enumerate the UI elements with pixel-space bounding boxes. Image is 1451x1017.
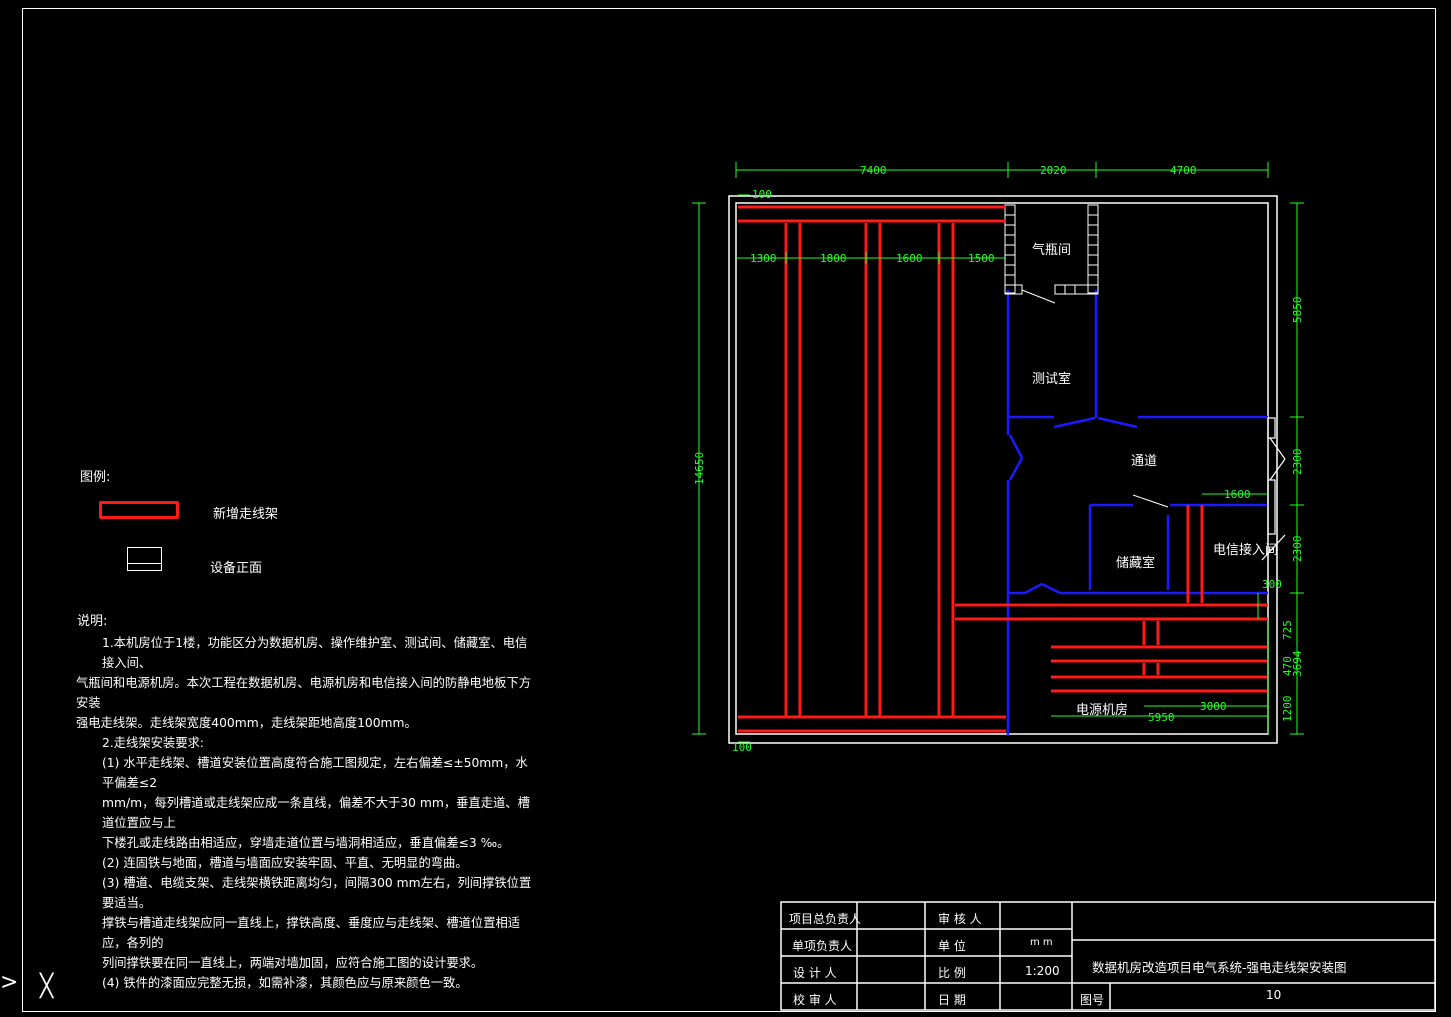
tb-scale-label: 比 例: [938, 966, 966, 980]
note-line: 2.走线架安装要求:: [102, 736, 204, 750]
dim-725: 725: [1281, 620, 1294, 640]
tb-scale-value: 1:200: [1025, 964, 1060, 978]
ucs-arrow-icon: >: [0, 970, 19, 995]
note-line: 撑铁与槽道走线架应同一直线上，撑铁高度、垂度应与走线架、槽道位置相适应，各列的: [102, 916, 521, 950]
dim-1800: 1800: [820, 252, 847, 265]
room-labels: 气瓶间 测试室 通道 储藏室 电信接入间 电源机房: [1032, 242, 1278, 718]
tb-project-lead-label: 项目总负责人: [789, 912, 862, 926]
dim-300: 300: [1262, 578, 1282, 591]
note-line: 气瓶间和电源机房。本次工程在数据机房、电源机房和电信接入间的防静电地板下方安装: [76, 676, 531, 710]
cable-trays: [738, 205, 1268, 733]
room-storage: 储藏室: [1116, 555, 1155, 571]
dim-14650: 14650: [693, 452, 706, 485]
dim-3000: 3000: [1200, 700, 1227, 713]
dim-2300b: 2300: [1291, 536, 1304, 563]
notes-body: 1.本机房位于1楼，功能区分为数据机房、操作维护室、测试间、储藏室、电信接入间、…: [76, 633, 532, 993]
room-test: 测试室: [1032, 371, 1071, 387]
note-line: 下楼孔或走线路由相适应，穿墙走道位置与墙洞相适应，垂直偏差≤3 ‰。: [102, 836, 510, 850]
gas-room-walls: [1004, 204, 1169, 508]
room-gas: 气瓶间: [1032, 242, 1071, 258]
legend-equipment-symbol: [127, 547, 162, 571]
tb-item-lead-label: 单项负责人: [792, 939, 853, 953]
tb-reviewer-label: 审 核 人: [938, 912, 982, 926]
partition-walls: [1006, 290, 1268, 736]
dim-100-bottom: 100: [732, 741, 752, 754]
telecom-door: [1261, 417, 1286, 561]
title-block-grid: [780, 901, 1436, 1011]
dim-4700: 4700: [1170, 164, 1197, 177]
dimension-texts: 7400 2020 4700 100 1300 1800 1600 1500 1…: [693, 164, 1304, 754]
note-line: 列间撑铁要在同一直线上，两端对墙加固，应符合施工图的设计要求。: [102, 956, 484, 970]
notes-title: 说明:: [77, 614, 108, 629]
dim-100-top: 100: [752, 188, 772, 201]
tb-drawing-title: 数据机房改造项目电气系统-强电走线架安装图: [1092, 960, 1347, 975]
tb-drawing-no-label: 图号: [1080, 993, 1105, 1007]
tb-drawing-no-value: 10: [1266, 988, 1282, 1002]
note-line: 1.本机房位于1楼，功能区分为数据机房、操作维护室、测试间、储藏室、电信接入间、: [102, 636, 528, 670]
drawing-frame: [22, 8, 1436, 1012]
tb-date-label: 日 期: [938, 993, 966, 1007]
note-line: (1) 水平走线架、槽道安装位置高度符合施工图规定，左右偏差≤±50mm，水平偏…: [102, 756, 528, 790]
dim-2300a: 2300: [1291, 449, 1304, 476]
tb-unit-label: 单 位: [938, 939, 966, 953]
dim-1600b: 1600: [1224, 488, 1251, 501]
dim-1300: 1300: [750, 252, 777, 265]
dim-1500: 1500: [968, 252, 995, 265]
legend-equipment-label: 设备正面: [210, 561, 263, 576]
tb-designer-label: 设 计 人: [793, 966, 837, 980]
dim-7400: 7400: [860, 164, 887, 177]
note-line: mm/m，每列槽道或走线架应成一条直线，偏差不大于30 mm，垂直走道、槽道位置…: [102, 796, 530, 830]
dim-3694: 3694: [1291, 650, 1304, 677]
tb-checker-label: 校 审 人: [793, 993, 837, 1007]
tb-unit-value: m m: [1030, 937, 1053, 948]
dim-470: 470: [1281, 656, 1294, 676]
dimension-lines: [692, 162, 1304, 743]
legend-tray-label: 新增走线架: [213, 507, 279, 522]
dim-5950: 5950: [1148, 711, 1175, 724]
cursor-cross-icon: ╳: [40, 974, 54, 999]
dim-5850: 5850: [1291, 297, 1304, 324]
room-corridor: 通道: [1131, 454, 1157, 469]
dim-1600a: 1600: [896, 252, 923, 265]
room-power: 电源机房: [1076, 702, 1128, 718]
note-line: 强电走线架。走线架宽度400mm，走线架距地高度100mm。: [76, 716, 417, 730]
legend-title: 图例:: [80, 470, 111, 485]
room-telecom: 电信接入间: [1213, 542, 1278, 558]
dim-2020: 2020: [1040, 164, 1067, 177]
note-line: (2) 连固铁与地面，槽道与墙面应安装牢固、平直、无明显的弯曲。: [102, 856, 468, 870]
note-line: (3) 槽道、电缆支架、走线架横铁距离均匀，间隔300 mm左右，列间撑铁位置要…: [102, 876, 532, 910]
dim-1200: 1200: [1281, 696, 1294, 723]
legend-tray-symbol: [99, 501, 179, 519]
note-line: (4) 铁件的漆面应完整无损，如需补漆，其颜色应与原来颜色一致。: [102, 976, 468, 990]
